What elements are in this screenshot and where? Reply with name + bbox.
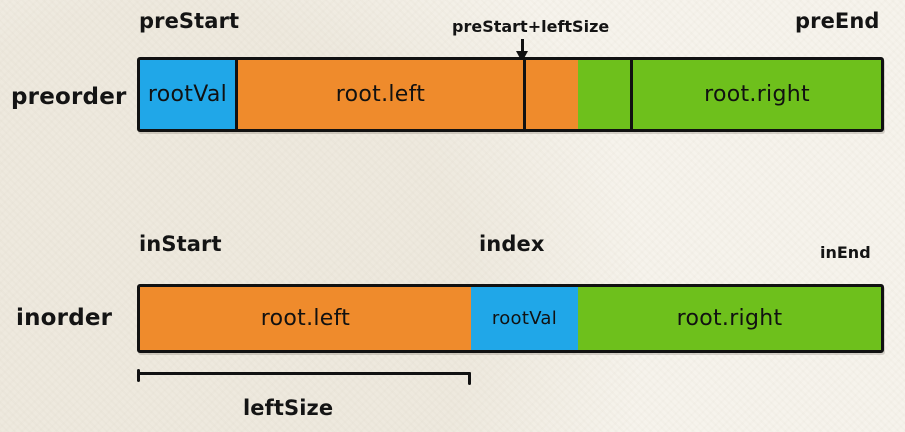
inorder-segment-rootval[interactable]: rootVal — [471, 287, 578, 350]
preorder-segment-root-left[interactable]: root.left — [235, 60, 523, 129]
preorder-start-marker-label: preStart — [139, 9, 240, 33]
inorder-mid-marker-label: index — [479, 232, 545, 256]
inorder-segment-root-left[interactable]: root.left — [140, 287, 471, 350]
preorder-segment-rootval[interactable]: rootVal — [140, 60, 235, 129]
inorder-row-label: inorder — [16, 305, 113, 331]
inorder-end-marker-label: inEnd — [820, 243, 871, 262]
preorder-end-marker-label: preEnd — [795, 9, 880, 33]
leftsize-bracket-tick-end — [468, 372, 471, 385]
inorder-segment-root-right[interactable]: root.right — [578, 287, 881, 350]
preorder-bar: rootVal root.left root.right — [137, 57, 884, 132]
inorder-bar: root.left rootVal root.right — [137, 284, 884, 353]
preorder-segment-root-right[interactable]: root.right — [630, 60, 881, 129]
preorder-mid-marker-arrow-shaft — [521, 39, 524, 53]
preorder-row-label: preorder — [11, 84, 127, 110]
preorder-segment-right-head[interactable] — [578, 60, 630, 129]
inorder-start-marker-label: inStart — [139, 232, 222, 256]
leftsize-bracket-tick-start — [137, 369, 140, 382]
leftsize-bracket-line — [137, 372, 471, 375]
leftsize-label: leftSize — [243, 396, 334, 420]
preorder-mid-marker-arrow-head — [516, 51, 528, 62]
preorder-mid-marker-label: preStart+leftSize — [452, 17, 610, 36]
preorder-segment-left-tail[interactable] — [523, 60, 578, 129]
